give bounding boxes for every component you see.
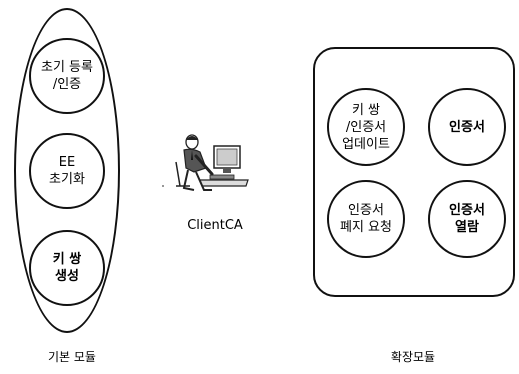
- node-ee-init: EE 초기화: [29, 133, 105, 209]
- node-keypair-gen-label: 키 쌍 생성: [52, 252, 82, 284]
- node-certificate: 인증서: [428, 88, 506, 166]
- node-initial-registration: 초기 등록 /인증: [29, 38, 105, 114]
- node-ee-init-label: EE 초기화: [49, 155, 85, 187]
- stray-dot: [162, 185, 164, 187]
- node-certificate-label: 인증서: [449, 119, 485, 135]
- basic-module-caption: 기본 모듈: [48, 350, 96, 364]
- node-initial-registration-label: 초기 등록 /인증: [41, 60, 93, 92]
- node-cert-view: 인증서 열람: [428, 180, 506, 258]
- extension-module-caption: 확장모듈: [390, 350, 436, 364]
- node-cert-view-label: 인증서 열람: [449, 203, 485, 235]
- node-keypair-gen: 키 쌍 생성: [29, 230, 105, 306]
- node-keypair-update-label: 키 쌍 /인증서 업데이트: [342, 102, 390, 152]
- node-revoke-request-label: 인증서 폐지 요청: [340, 203, 392, 235]
- node-revoke-request: 인증서 폐지 요청: [327, 180, 405, 258]
- basic-module-ellipse: [14, 8, 120, 333]
- extension-module-box: [313, 47, 515, 297]
- clientca-label: ClientCA: [187, 218, 243, 233]
- person-at-computer-icon: [175, 134, 249, 191]
- node-keypair-update: 키 쌍 /인증서 업데이트: [327, 88, 405, 166]
